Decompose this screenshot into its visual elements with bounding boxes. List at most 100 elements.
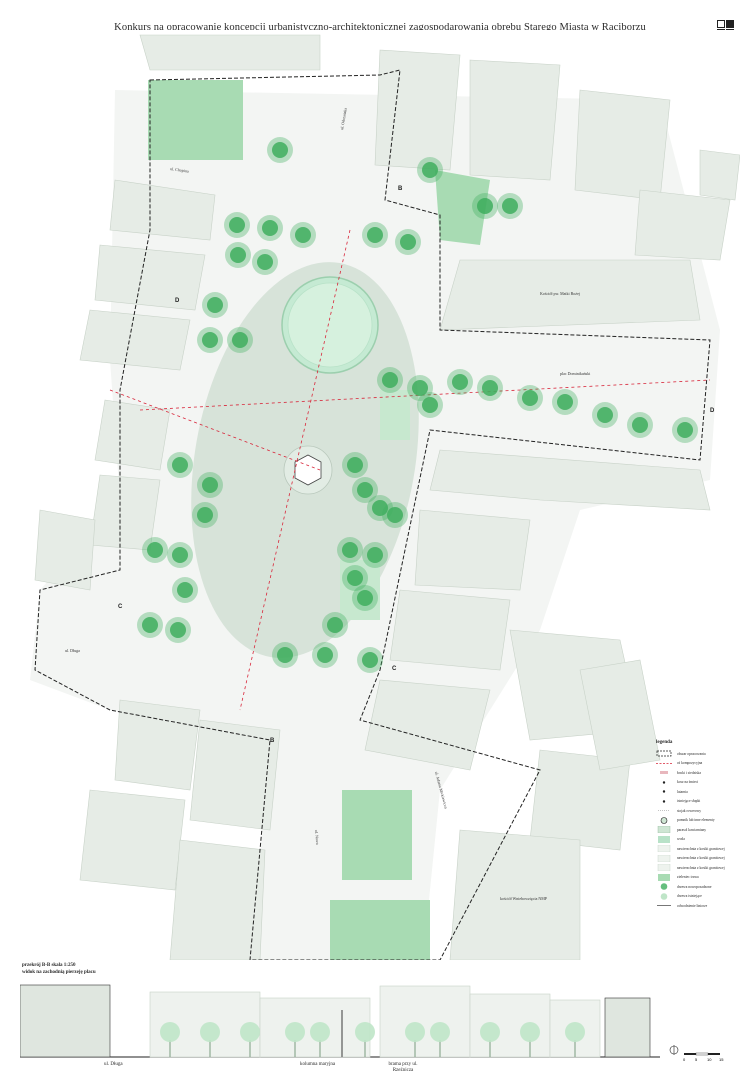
tree-icon <box>197 472 223 498</box>
scale-tick-label: 15 <box>719 1057 724 1062</box>
water-icon <box>656 835 672 843</box>
tree-icon <box>192 502 218 528</box>
tree-icon <box>472 193 498 219</box>
street-label-dluga: ul. Długa <box>65 648 80 653</box>
tree-icon <box>417 392 443 418</box>
lawn-s <box>330 900 430 960</box>
tree-icon <box>477 375 503 401</box>
section-title-sub: widok na zachodnią pierzeję placu <box>22 970 96 975</box>
building-e-1 <box>429 449 711 511</box>
tree-icon <box>142 537 168 563</box>
section-trees <box>160 1022 585 1057</box>
building-nw-1 <box>109 179 216 241</box>
existing-tree-icon <box>656 892 672 900</box>
tree-icon <box>552 389 578 415</box>
tree-icon <box>342 565 368 591</box>
legend-item: nawierzchnia z kostki granitowej <box>656 863 748 873</box>
section-tree-icon <box>405 1022 425 1057</box>
tree-icon <box>367 495 393 521</box>
lawn-se <box>342 790 412 880</box>
legend-item: stojak rowerowy <box>656 806 748 816</box>
tree-icon <box>224 212 250 238</box>
legend: legenda obszar opracowania oś kompozycyjn… <box>656 740 748 911</box>
monument-icon <box>656 816 672 824</box>
tree-icon <box>352 585 378 611</box>
legend-label: zieleniec trawa <box>677 875 699 880</box>
trees <box>137 137 698 673</box>
building-n-5 <box>699 149 740 201</box>
building-sw-3 <box>79 789 186 891</box>
legend-label: ławki i siedziska <box>677 770 701 775</box>
tree-icon <box>395 229 421 255</box>
dashed-boundary-icon <box>656 750 672 757</box>
legend-label: obszar opracowania <box>677 751 706 756</box>
page-title: Konkurs na opracowanie koncepcji urbanis… <box>114 22 646 33</box>
section-tree-icon <box>355 1022 375 1057</box>
legend-label: kosz na śmieci <box>677 780 699 785</box>
legend-label: odwodnienie liniowe <box>677 903 708 908</box>
section-marker-c-left: C <box>118 604 123 610</box>
lawn-nw <box>148 80 243 160</box>
legend-item: nawierzchnia z kostki granitowej <box>656 844 748 854</box>
legend-label: drzewa nowoposadzone <box>677 884 712 889</box>
tree-icon <box>382 502 408 528</box>
building-w-1 <box>94 399 171 471</box>
granite-2-icon <box>656 854 672 862</box>
scale-tick-label: 10 <box>707 1057 712 1062</box>
tree-icon <box>312 642 338 668</box>
tree-icon <box>447 369 473 395</box>
tree-icon <box>252 249 278 275</box>
tree-icon <box>272 642 298 668</box>
building-se-4 <box>449 829 581 960</box>
legend-item: pomnik lub inne elementy <box>656 816 748 826</box>
section-marker-d-left: D <box>175 298 180 304</box>
section-tree-icon <box>520 1022 540 1057</box>
section-tree-icon <box>285 1022 305 1057</box>
legend-item: istniejące słupki <box>656 797 748 807</box>
tree-icon <box>137 612 163 638</box>
section-tree-icon <box>240 1022 260 1057</box>
facade-4 <box>469 993 551 1058</box>
grass-icon <box>656 873 672 881</box>
section-label-brama: brama przy ul. Rzeźnicza <box>388 1062 418 1073</box>
section-label-dluga: ul. Długa <box>104 1062 123 1067</box>
tree-icon <box>362 222 388 248</box>
lamp-dot-icon <box>656 788 672 795</box>
tree-icon <box>202 292 228 318</box>
legend-label: parasol kawiarniany <box>677 827 707 832</box>
tree-icon <box>257 215 283 241</box>
tree-icon <box>357 647 383 673</box>
legend-item: kosz na śmieci <box>656 778 748 788</box>
building-ne-2 <box>634 189 731 261</box>
legend-label: istniejące słupki <box>677 799 701 804</box>
tree-icon <box>407 375 433 401</box>
building-sw-4 <box>169 839 266 960</box>
legend-title: legenda <box>656 740 673 745</box>
section-drawing <box>20 984 660 1058</box>
marian-column <box>294 454 322 486</box>
bollard-dot-icon <box>656 798 672 805</box>
bike-rack-icon <box>656 807 672 814</box>
lawns <box>148 80 490 960</box>
tree-icon <box>362 542 388 568</box>
tree-icon <box>225 242 251 268</box>
building-north-3 <box>469 59 561 181</box>
section-tree-icon <box>200 1022 220 1057</box>
street-label-nowa: ul. Nowa <box>314 830 320 845</box>
legend-item: odwodnienie liniowe <box>656 901 748 911</box>
building-north-1 <box>139 34 321 71</box>
granite-icon <box>656 845 672 853</box>
legend-item: woda <box>656 835 748 845</box>
legend-item: latarnia <box>656 787 748 797</box>
section-tree-icon <box>430 1022 450 1057</box>
section-title: przekrój B-B skala 1:250 widok na zachod… <box>22 962 96 976</box>
scale-tick-label: 5 <box>695 1057 698 1062</box>
legend-label: oś kompozycyjna <box>677 761 703 766</box>
building-se-5 <box>579 659 661 771</box>
bin-dot-icon <box>656 779 672 786</box>
legend-label: nawierzchnia z kostki granitowej <box>677 846 725 851</box>
legend-label: nawierzchnia z kostki granitowej <box>677 856 725 861</box>
building-north-4 <box>574 89 671 201</box>
